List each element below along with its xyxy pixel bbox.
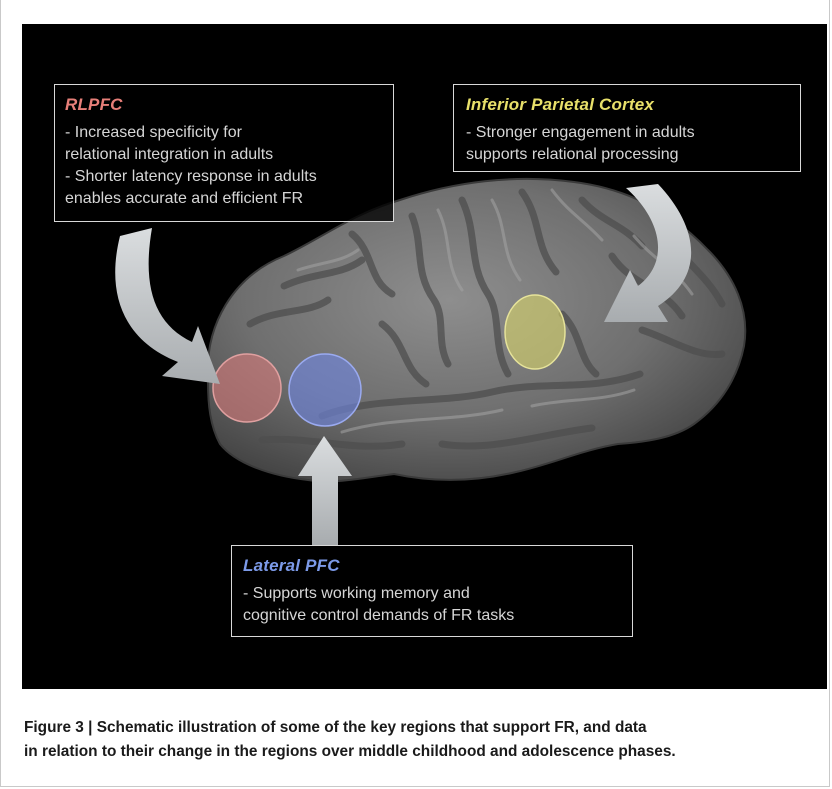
rlpfc-line-1: - Increased specificity for xyxy=(65,124,242,141)
parietal-line-1: - Stronger engagement in adults xyxy=(466,124,695,141)
rlpfc-line-2: relational integration in adults xyxy=(65,146,274,163)
lateral-pfc-title: Lateral PFC xyxy=(243,556,340,575)
lateral-pfc-line-2: cognitive control demands of FR tasks xyxy=(243,607,515,624)
rlpfc-line-3: - Shorter latency response in adults xyxy=(65,168,317,185)
caption-line-2: in relation to their change in the regio… xyxy=(24,743,676,760)
lateral-pfc-arrow xyxy=(298,436,352,545)
rlpfc-line-4: enables accurate and efficient FR xyxy=(65,190,304,207)
rlpfc-callout: RLPFC - Increased specificity for relati… xyxy=(54,84,394,222)
parietal-arrow xyxy=(604,184,692,322)
brain-illustration xyxy=(115,177,747,545)
figure-caption: Figure 3 | Schematic illustration of som… xyxy=(24,716,814,764)
lateral-pfc-callout: Lateral PFC - Supports working memory an… xyxy=(231,545,633,637)
lateral-pfc-line-1: - Supports working memory and xyxy=(243,585,470,602)
lateral-pfc-region-marker xyxy=(288,353,362,427)
caption-line-1: Figure 3 | Schematic illustration of som… xyxy=(24,719,647,736)
rlpfc-region-marker xyxy=(212,353,282,423)
brain-sulci xyxy=(246,188,726,450)
rlpfc-arrow xyxy=(115,228,220,384)
figure-panel: RLPFC - Increased specificity for relati… xyxy=(22,24,827,689)
parietal-line-2: supports relational processing xyxy=(466,146,679,163)
parietal-region-marker xyxy=(504,294,566,370)
parietal-callout: Inferior Parietal Cortex - Stronger enga… xyxy=(453,84,801,172)
rlpfc-title: RLPFC xyxy=(65,95,123,114)
parietal-title: Inferior Parietal Cortex xyxy=(466,95,655,114)
